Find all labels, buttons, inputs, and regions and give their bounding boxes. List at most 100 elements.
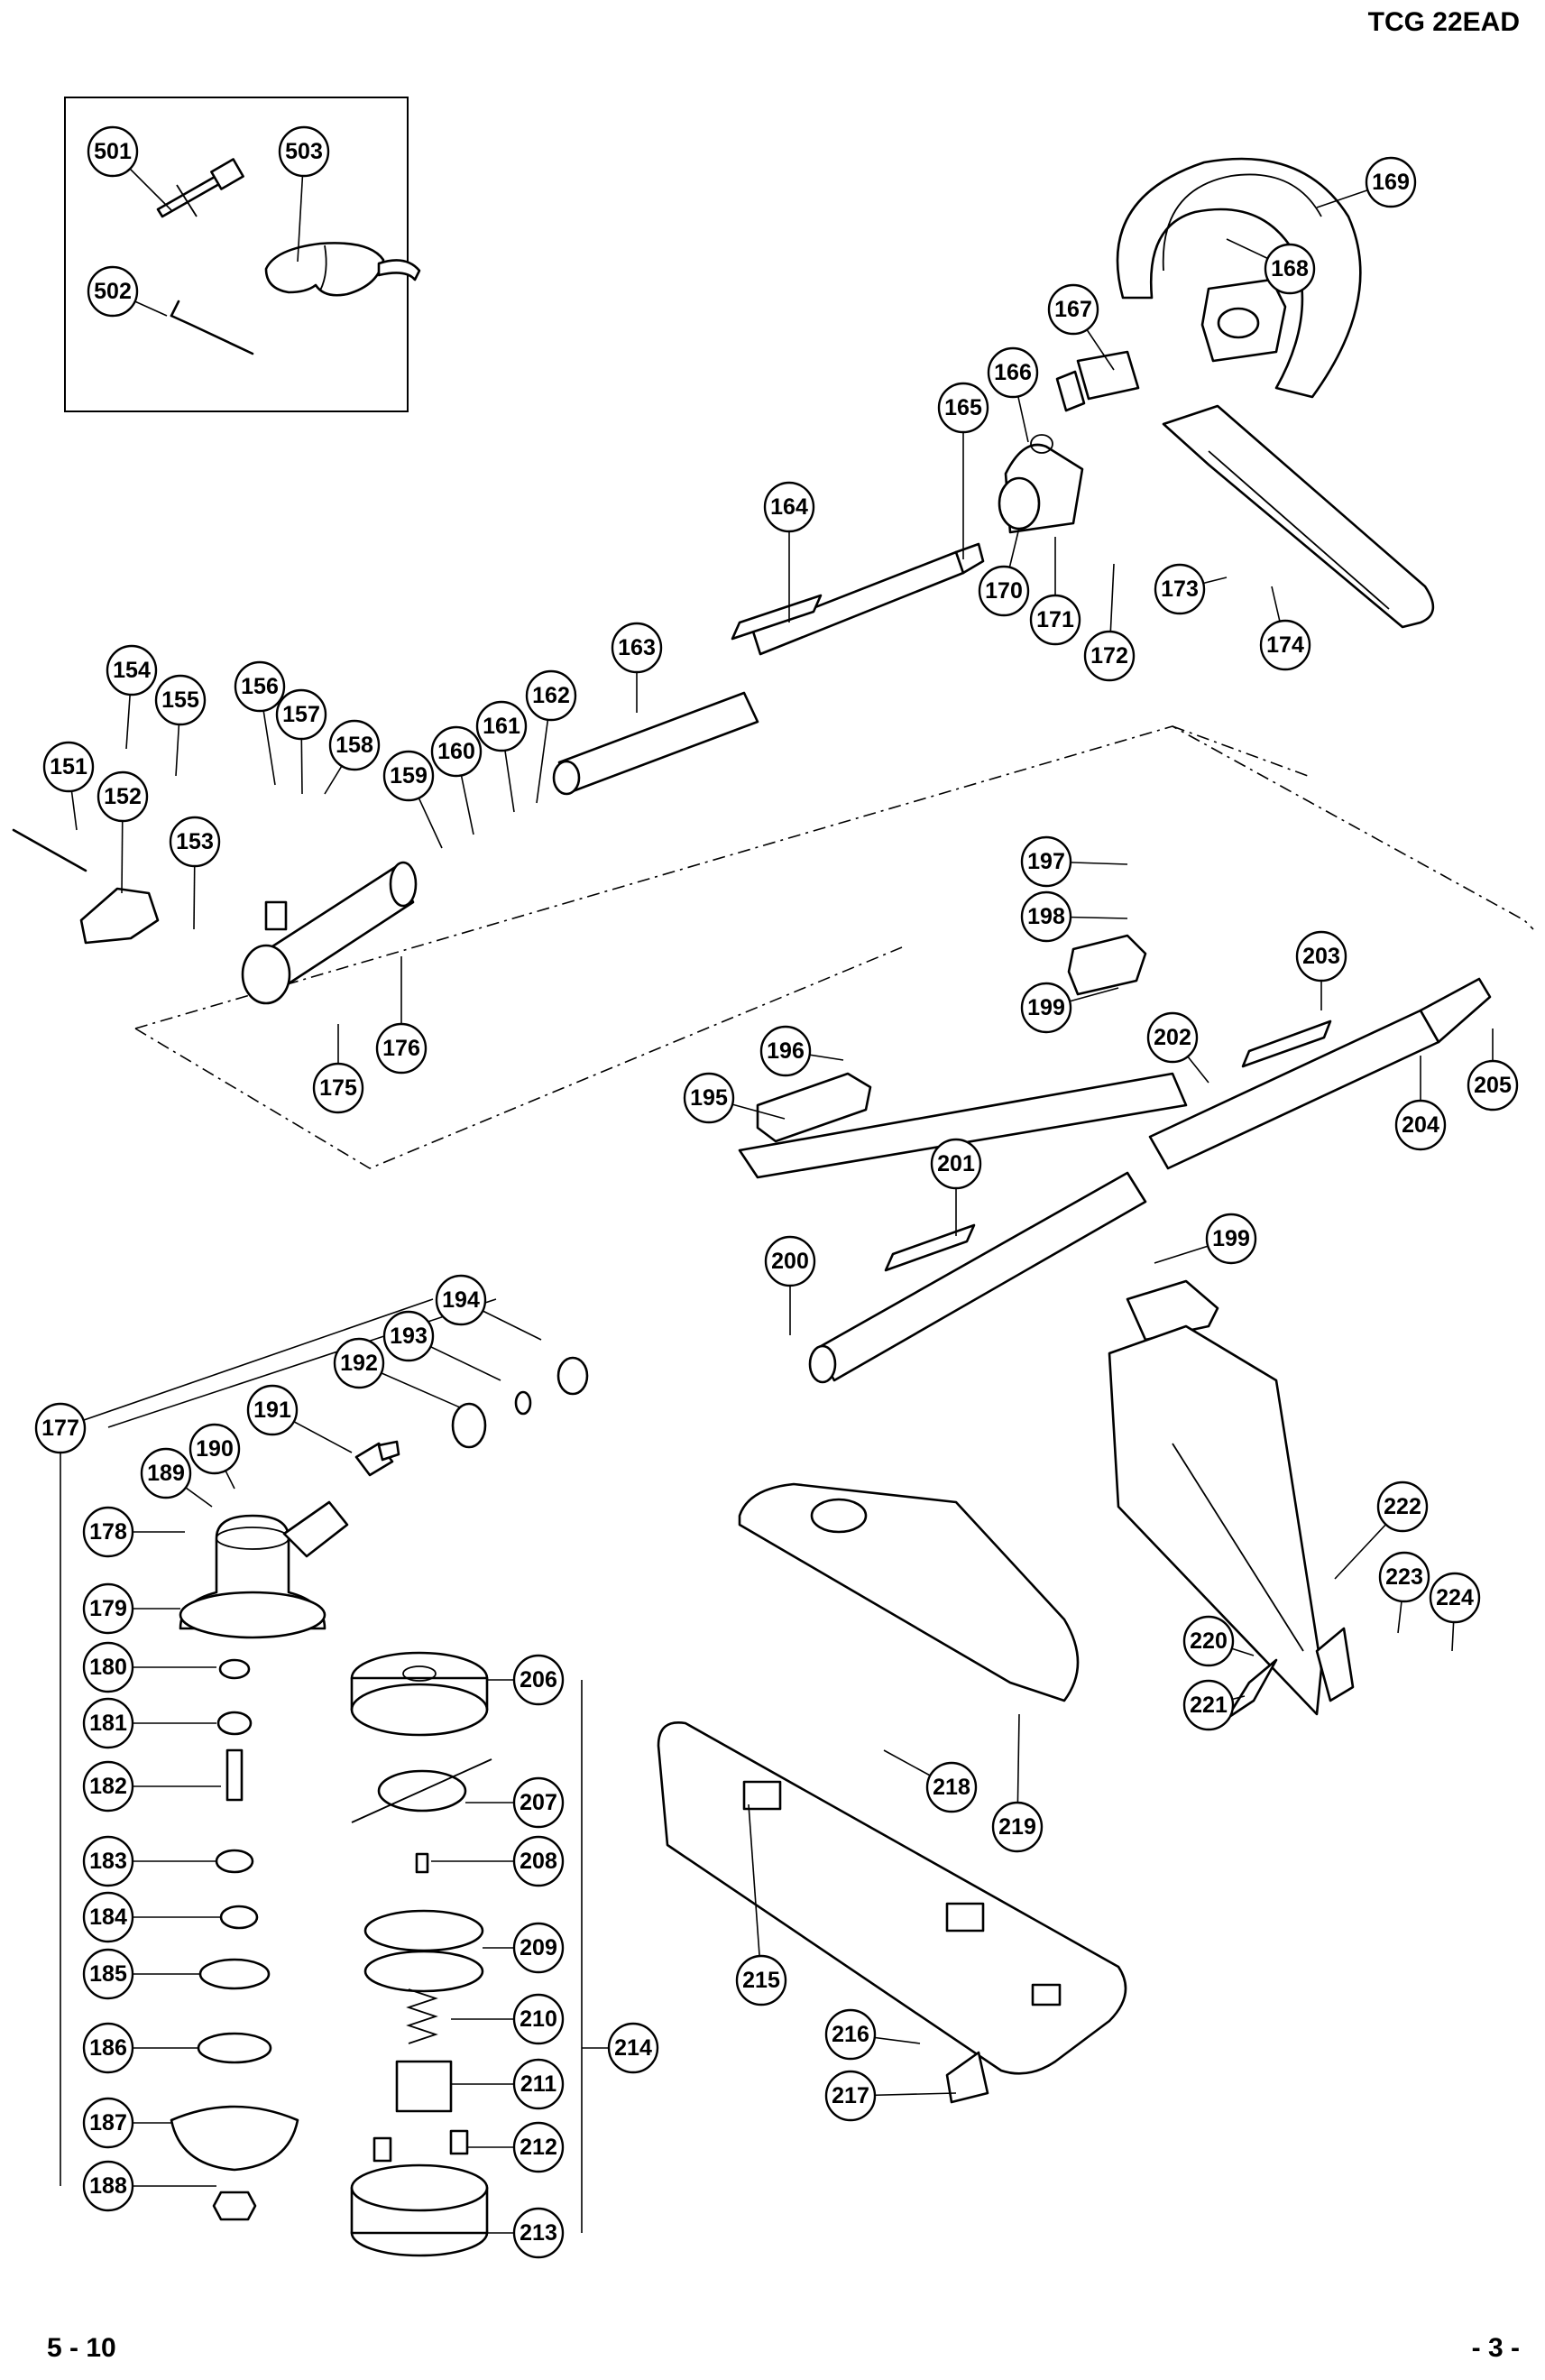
callout-number: 168 xyxy=(1271,256,1309,281)
callout-179: 179 xyxy=(82,1582,180,1635)
callout-number: 182 xyxy=(89,1774,127,1799)
main-guard xyxy=(657,1720,1127,2075)
callout-186: 186 xyxy=(82,2022,198,2074)
callout-number: 204 xyxy=(1402,1112,1439,1138)
callout-172: 172 xyxy=(1083,563,1136,682)
callout-204: 204 xyxy=(1394,1056,1447,1151)
main-pipe xyxy=(552,691,759,796)
callout-number: 195 xyxy=(690,1085,728,1111)
callout-175: 175 xyxy=(312,1024,364,1114)
assembly-bracket-177 xyxy=(60,1298,497,2186)
callout-157: 157 xyxy=(275,688,327,795)
shaft-bracket-mid xyxy=(756,1072,872,1143)
bearing-stack xyxy=(170,1356,589,2221)
upper-shaft xyxy=(751,542,985,656)
callout-199: 199 xyxy=(1154,1213,1257,1265)
callout-number: 202 xyxy=(1154,1025,1191,1050)
callout-number: 158 xyxy=(336,733,373,758)
callout-215: 215 xyxy=(735,1803,787,2006)
callout-number: 162 xyxy=(532,683,570,708)
callout-number: 187 xyxy=(89,2110,127,2136)
callout-176: 176 xyxy=(375,956,428,1075)
page-number-left: 5 - 10 xyxy=(47,2333,116,2363)
callout-number: 210 xyxy=(520,2006,557,2032)
callout-number: 208 xyxy=(520,1849,557,1874)
callout-number: 185 xyxy=(89,1961,127,1987)
callout-number: 193 xyxy=(390,1324,428,1349)
callout-number: 205 xyxy=(1474,1073,1512,1098)
callout-197: 197 xyxy=(1020,835,1128,888)
callout-154: 154 xyxy=(106,644,158,750)
handle-loop xyxy=(1116,157,1362,399)
model-label: TCG 22EAD xyxy=(1367,7,1520,37)
callout-number: 186 xyxy=(89,2035,127,2061)
callout-158: 158 xyxy=(324,719,381,795)
callout-number: 184 xyxy=(89,1905,127,1930)
callout-182: 182 xyxy=(82,1760,221,1813)
callout-161: 161 xyxy=(475,700,528,813)
nylon-cutter-head xyxy=(350,1651,492,2257)
callout-number: 212 xyxy=(520,2135,557,2160)
callout-193: 193 xyxy=(382,1310,501,1381)
callout-number: 183 xyxy=(89,1849,127,1874)
callout-501: 501 xyxy=(87,125,172,211)
callout-164: 164 xyxy=(763,481,815,623)
callout-number: 203 xyxy=(1302,944,1340,969)
handle-clamp-lower xyxy=(1055,350,1140,412)
callout-170: 170 xyxy=(978,527,1030,617)
callout-162: 162 xyxy=(525,669,577,804)
callout-number: 207 xyxy=(520,1790,557,1815)
callout-number: 159 xyxy=(390,763,428,789)
callout-174: 174 xyxy=(1259,586,1311,671)
callout-181: 181 xyxy=(82,1697,216,1749)
callout-202: 202 xyxy=(1146,1011,1209,1084)
callout-211: 211 xyxy=(451,2058,565,2110)
callout-number: 170 xyxy=(985,578,1023,604)
callout-185: 185 xyxy=(82,1948,200,2000)
handle-holder xyxy=(998,434,1084,534)
callout-number: 190 xyxy=(196,1436,234,1462)
guard-bracket xyxy=(1126,1279,1219,1342)
callout-218: 218 xyxy=(883,1749,978,1813)
callout-number: 223 xyxy=(1385,1564,1423,1590)
callout-number: 188 xyxy=(89,2173,127,2199)
callout-198: 198 xyxy=(1020,890,1128,943)
guard-extension-plate xyxy=(1315,1627,1355,1702)
engine-side-clamp xyxy=(241,861,418,1005)
callout-151: 151 xyxy=(42,741,95,831)
callout-number: 152 xyxy=(104,784,142,809)
callout-160: 160 xyxy=(430,725,483,835)
callout-166: 166 xyxy=(987,346,1039,443)
callout-153: 153 xyxy=(169,816,221,930)
callout-165: 165 xyxy=(937,382,989,559)
callout-207: 207 xyxy=(465,1776,565,1829)
safety-goggles xyxy=(264,242,421,297)
callout-number: 206 xyxy=(520,1667,557,1693)
callout-184: 184 xyxy=(82,1891,221,1943)
callout-number: 151 xyxy=(50,754,87,779)
callout-206: 206 xyxy=(487,1654,565,1706)
callout-212: 212 xyxy=(467,2121,565,2173)
callout-number: 166 xyxy=(994,360,1032,385)
handle-clamp-upper xyxy=(1200,278,1287,363)
callout-210: 210 xyxy=(451,1993,565,2045)
callout-214: 214 xyxy=(582,2022,659,2074)
dash-outline xyxy=(134,946,903,1169)
callout-199: 199 xyxy=(1020,982,1119,1034)
callout-213: 213 xyxy=(487,2207,565,2259)
callout-205: 205 xyxy=(1467,1029,1519,1112)
callout-number: 217 xyxy=(832,2083,869,2108)
gear-housing-shroud xyxy=(738,1482,1080,1702)
callout-number: 177 xyxy=(41,1416,79,1441)
callout-224: 224 xyxy=(1429,1572,1481,1652)
callout-number: 220 xyxy=(1190,1628,1228,1654)
callout-171: 171 xyxy=(1029,537,1081,646)
long-bolt xyxy=(12,828,87,872)
callout-503: 503 xyxy=(278,125,330,263)
dash-outline xyxy=(1172,725,1309,777)
shaft-tube-mid xyxy=(738,1072,1188,1179)
callout-189: 189 xyxy=(140,1447,213,1508)
callout-178: 178 xyxy=(82,1506,185,1558)
callout-number: 167 xyxy=(1054,297,1092,322)
